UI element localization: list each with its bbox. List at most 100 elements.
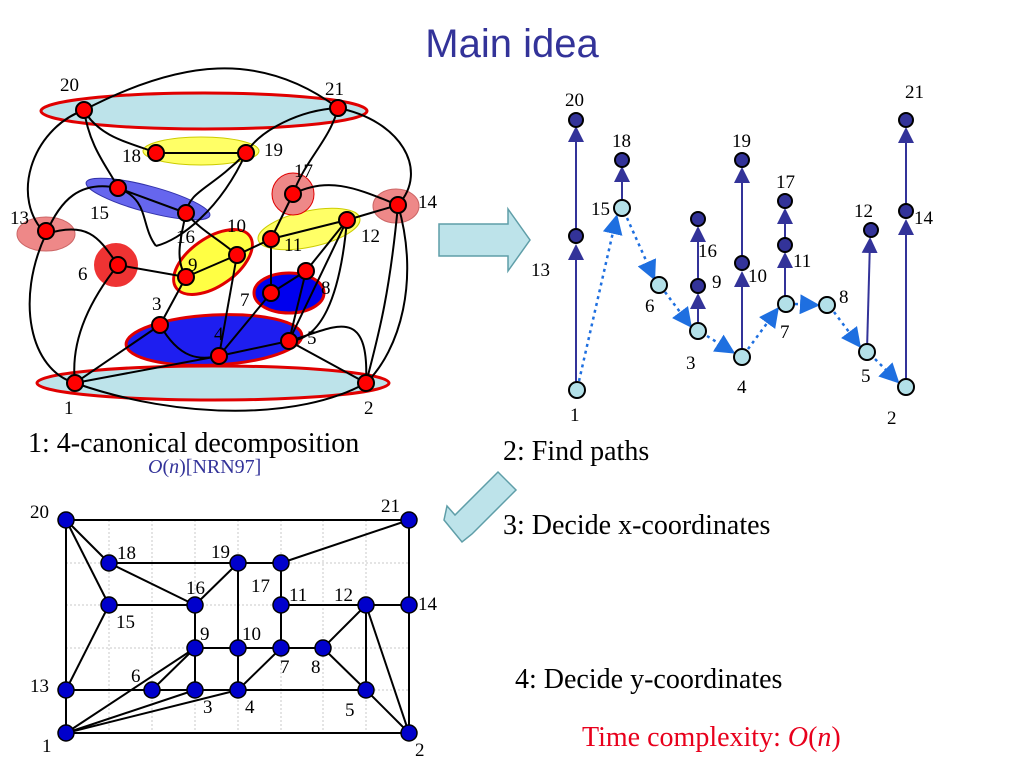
path-vertex-11: [777, 237, 793, 253]
grid-vertex-17: [272, 554, 290, 572]
grid-vertex-13: [57, 681, 75, 699]
label-g14: 14: [418, 594, 438, 615]
label-p13: 13: [531, 260, 550, 281]
path-vertex-15: [613, 199, 631, 217]
path-vertex-6: [650, 276, 668, 294]
label-g2: 2: [415, 740, 425, 761]
label-g10: 10: [242, 624, 261, 645]
grid-vertex-19: [229, 554, 247, 572]
path-vertex-4: [733, 348, 751, 366]
label-p10: 10: [748, 266, 767, 287]
vertex-19: [237, 144, 255, 162]
grid-drawing: 1 2 3 4 5 6 7 8 9 10 11 12 13 14 15 16 1…: [30, 496, 438, 761]
vertex-6: [109, 256, 127, 274]
label-g7: 7: [280, 657, 290, 678]
vertex-8: [297, 262, 315, 280]
label-p7: 7: [780, 322, 790, 343]
grid-vertex-16: [186, 596, 204, 614]
label-g19: 19: [211, 542, 230, 563]
step-4-label: 4: Decide y-coordinates: [515, 664, 783, 695]
arrow-right: [438, 206, 531, 274]
label-d17: 17: [294, 161, 313, 182]
label-p4: 4: [737, 377, 747, 398]
path-vertex-13: [568, 228, 584, 244]
label-d13: 13: [10, 208, 29, 229]
label-g16: 16: [186, 578, 205, 599]
slide-title: Main idea: [425, 22, 599, 66]
label-p16: 16: [698, 241, 717, 262]
label-g4: 4: [245, 697, 255, 718]
grid-vertex-20: [57, 511, 75, 529]
path-vertex-21: [898, 112, 914, 128]
label-p11: 11: [793, 251, 811, 272]
vertex-7: [262, 284, 280, 302]
label-d14: 14: [418, 192, 438, 213]
vertex-11: [262, 230, 280, 248]
label-p17: 17: [776, 172, 795, 193]
grid-vertex-14: [400, 596, 418, 614]
label-p12: 12: [854, 201, 873, 222]
vertex-16: [177, 204, 195, 222]
label-g13: 13: [30, 676, 49, 697]
label-g9: 9: [200, 624, 210, 645]
arrow-down-left: [443, 470, 518, 544]
paths-graph: 1 2 3 4 5 6 7 8 9 10 11 12 13 14 15 16 1…: [531, 82, 934, 429]
vertex-18: [147, 144, 165, 162]
citation-open-paren: (: [162, 456, 170, 478]
time-complexity-n: n: [817, 722, 832, 753]
label-p5: 5: [861, 366, 871, 387]
label-d8: 8: [321, 278, 331, 299]
path-vertex-7: [777, 295, 795, 313]
vertex-20: [75, 101, 93, 119]
label-d4: 4: [214, 324, 224, 345]
label-p20: 20: [565, 90, 584, 111]
label-g17: 17: [251, 576, 270, 597]
label-d12: 12: [361, 226, 380, 247]
grid-vertex-18: [100, 554, 118, 572]
label-d7: 7: [240, 290, 250, 311]
path-vertex-19: [734, 152, 750, 168]
vertex-2: [357, 374, 375, 392]
label-g12: 12: [334, 585, 353, 606]
path-vertex-3: [689, 322, 707, 340]
path-vertex-10: [734, 255, 750, 271]
path-vertex-5: [858, 343, 876, 361]
label-d1: 1: [64, 398, 74, 419]
step-2-label: 2: Find paths: [503, 436, 650, 467]
citation-ref: [NRN97]: [185, 456, 262, 478]
set-3-4-5-ellipse: [124, 313, 304, 367]
label-p19: 19: [732, 131, 751, 152]
label-g5: 5: [345, 700, 355, 721]
label-p9: 9: [712, 272, 722, 293]
label-p18: 18: [612, 131, 631, 152]
citation: O(n)[NRN97]: [148, 456, 261, 479]
vertex-17: [284, 185, 302, 203]
label-d11: 11: [284, 235, 302, 256]
label-g21: 21: [381, 496, 400, 517]
label-p8: 8: [839, 287, 849, 308]
grid-vertex-11: [272, 596, 290, 614]
grid-vertex-2: [400, 724, 418, 742]
bottom-set-ellipse: [35, 364, 391, 402]
label-d16: 16: [176, 227, 195, 248]
path-vertex-17: [777, 193, 793, 209]
label-d21: 21: [325, 79, 344, 100]
label-p3: 3: [686, 353, 696, 374]
vertex-3: [151, 316, 169, 334]
path-vertex-18: [614, 152, 630, 168]
time-complexity: Time complexity: O(n): [582, 722, 841, 754]
path-vertex-16: [690, 211, 706, 227]
label-g11: 11: [289, 585, 307, 606]
grid-vertex-9: [186, 639, 204, 657]
path-vertex-14: [898, 203, 914, 219]
label-p6: 6: [645, 296, 655, 317]
label-g15: 15: [116, 612, 135, 633]
label-d19: 19: [264, 140, 283, 161]
path-vertex-8: [818, 296, 836, 314]
label-g8: 8: [311, 657, 321, 678]
vertex-4: [210, 347, 228, 365]
label-g1: 1: [42, 736, 52, 757]
vertex-9: [177, 268, 195, 286]
label-d18: 18: [122, 146, 141, 167]
path-vertex-20: [568, 112, 584, 128]
